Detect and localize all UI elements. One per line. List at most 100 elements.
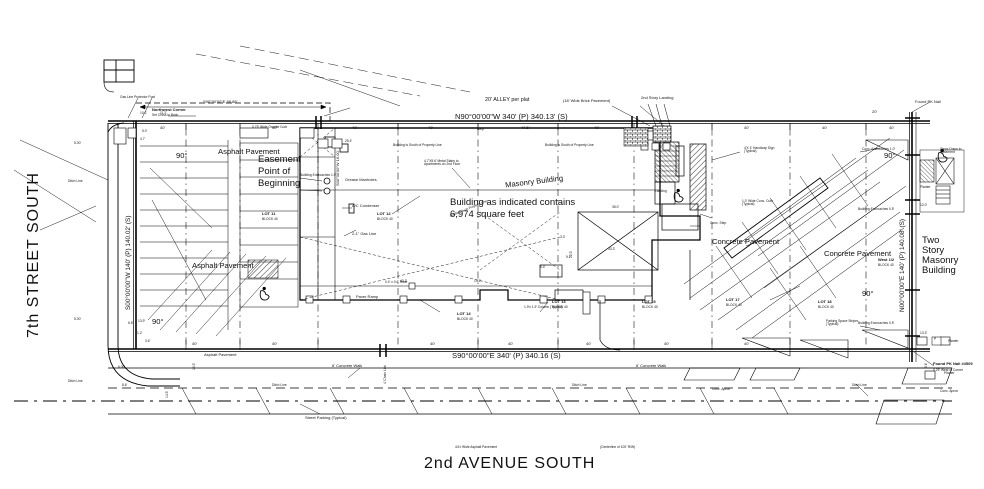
note-bldg-encroaches-2: Building Encroaches 0.5' [858, 321, 895, 325]
label-conc-apron-2: Conc. Apron [940, 389, 959, 393]
dim-top-5: 47.5' [521, 125, 530, 130]
encroachment-wedges [741, 139, 909, 359]
label-step: Step [477, 127, 484, 131]
dim-top-2: 40' [272, 125, 278, 130]
dim-bldg-3: 19.5' [474, 279, 482, 283]
lot-block-lot-13: BLOCK 40 [552, 305, 568, 309]
lot-block-lot-17: BLOCK 40 [726, 303, 742, 307]
dim-off-10: 12.0' [920, 203, 928, 207]
easement-dim-line [139, 104, 327, 110]
alley-pavement-label: (18' Wide Brick Pavement) [563, 98, 611, 103]
dim-bot-1: 40' [192, 341, 198, 346]
dim-off-7: 14.5' [165, 390, 169, 398]
building-area-line1: Building as indicated contains [450, 197, 576, 208]
note-conc-encroaches-1: Conc. Encroaches 1.0' [862, 147, 896, 151]
label-riser: 0.4' x 0.6' Riser [385, 280, 408, 284]
bearing-east: N00°00'00"E 140' (P) 140.08' (S) [899, 218, 906, 312]
label-ditch-line-1: Ditch Line [68, 179, 83, 183]
dim-off-13: 11.2' [160, 111, 167, 115]
label-gas-line-nw: Gas Line Protector Post [120, 95, 156, 99]
label-ditch-line-2: Ditch Line [68, 379, 83, 383]
street-parking-stalls [181, 387, 789, 415]
building-columns [305, 282, 653, 304]
note-bldg-encroaches-3: Building Encroaches 1.0' [300, 173, 337, 177]
label-parking-striper: Parking Space Striper (Typical) [826, 319, 859, 327]
label-column-typ: 1.9'x 1.9' Column (Typical) [524, 305, 563, 309]
top-diagonals [195, 45, 471, 97]
street-and-sidewalk [14, 367, 952, 415]
dim-off-3: 6.5' [128, 321, 134, 325]
dim-bot-3: 40' [430, 341, 436, 346]
label-ac-condenser: A/C Condenser [352, 203, 380, 208]
lot-label-lot-17: LOT 17 [726, 297, 740, 302]
nw-corner-note: Set Cross in Brick [152, 113, 179, 117]
angle-mark-2: 90° [152, 317, 164, 326]
dim-bot-7: 40' [744, 341, 750, 346]
label-ditch-line-3: Ditch Line [272, 383, 287, 387]
ne-corner-label: Found PK Nail [915, 99, 941, 104]
dim-top-10: 20' [872, 109, 878, 114]
alley-step-box [239, 127, 315, 139]
lot-label-lot-11: LOT 11 [262, 211, 276, 216]
nw-corner-return [103, 59, 135, 133]
nw-detail-boxes [113, 127, 137, 145]
label-concrete-pavement-right: Concrete Pavement [824, 249, 892, 258]
label-paver-ramp: Paver Ramp [356, 294, 379, 299]
lot-block-lot-14: BLOCK 40 [457, 317, 473, 321]
lot-block-lot-west: BLOCK 40 [878, 263, 894, 267]
dim-off-12: 10.1' [140, 111, 148, 115]
bearing-south: S90°00'00"E 340' (P) 340.16 (S) [452, 351, 561, 360]
building-right-label: Two Story Masonry Building [922, 235, 959, 276]
parking-stalls-right-angled [683, 137, 907, 339]
lot-block-lot-18: BLOCK 40 [818, 305, 834, 309]
lot-block-lot-11: BLOCK 40 [262, 217, 278, 221]
dim-off-5: 3.6' [145, 339, 151, 343]
lot-label-lot-west: West 1/2 [878, 257, 895, 262]
label-planter-1: Planter [948, 339, 959, 343]
lot-block-lot-15: BLOCK 40 [642, 305, 658, 309]
label-planter-2: Planter [944, 371, 955, 375]
label-landing: Landing [655, 189, 667, 193]
dim-bot-6: 40' [664, 341, 670, 346]
label-ditch-line-5: Ditch Line [852, 383, 867, 387]
easement-label-line3: Beginning [258, 178, 301, 189]
stair-treads [655, 145, 679, 177]
bottom-centerline-note: (Centerline of 100' R/W) [600, 445, 636, 449]
dim-off-8: 13.9' [138, 319, 146, 323]
label-concrete-pavement-left: Concrete Pavement [712, 237, 780, 246]
dim-bot-2: 40' [272, 341, 278, 346]
bearing-north: N90°00'00"W 340' (P) 340.13' (S) [455, 112, 568, 121]
dim-bldg-9: 8.4' [540, 265, 546, 269]
angle-mark-1: 90° [176, 151, 188, 160]
building-right-features [539, 211, 691, 351]
dim-bot-5: 40' [586, 341, 592, 346]
label-street-parking: Street Parking (Typical) [305, 415, 347, 420]
alley-label: 20' ALLEY per plat [485, 97, 530, 103]
dim-top-7: 40' [744, 125, 750, 130]
label-grease-manholes: Grease Manholes [345, 177, 377, 182]
label-gas-line-bldg: 2-1" Gas Line [352, 231, 377, 236]
bottom-pavement-note: 44'± Wide Asphalt Pavement [455, 445, 498, 449]
easement-label-line1: Easement [258, 154, 301, 165]
left-corner-curb [107, 123, 180, 387]
parking-badge-p: P [934, 337, 937, 341]
lot-label-lot-14: LOT 14 [457, 311, 471, 316]
street-label-bottom: 2nd AVENUE SOUTH [424, 455, 596, 472]
right-side-structures [652, 125, 707, 231]
label-granite-curb: 0.75' Wide Granite Curb [252, 125, 288, 129]
easement-label-line2: Point of [258, 166, 291, 177]
hatched-accessible-stall [247, 259, 279, 279]
easement-bearing-right: S00°00'00"W 16.00' [335, 150, 340, 186]
dim-left-2: 5.00' [74, 317, 82, 321]
dim-left-3: 6.00' [118, 365, 126, 369]
note-bldg-south-2: Building is South of Property Line [545, 143, 594, 147]
dim-top-9: 40' [889, 125, 895, 130]
sign-boxes [317, 130, 951, 380]
label-conc-step: Conc. Step [710, 221, 727, 225]
dim-off-4: 1.2' [137, 331, 143, 335]
dim-bldg-2: 43.3' [400, 279, 408, 283]
note-bldg-south-1: Building is South of Property Line [393, 143, 442, 147]
boundary-lines [108, 112, 930, 362]
nw-corner-label: Northwest Corner [152, 107, 186, 112]
